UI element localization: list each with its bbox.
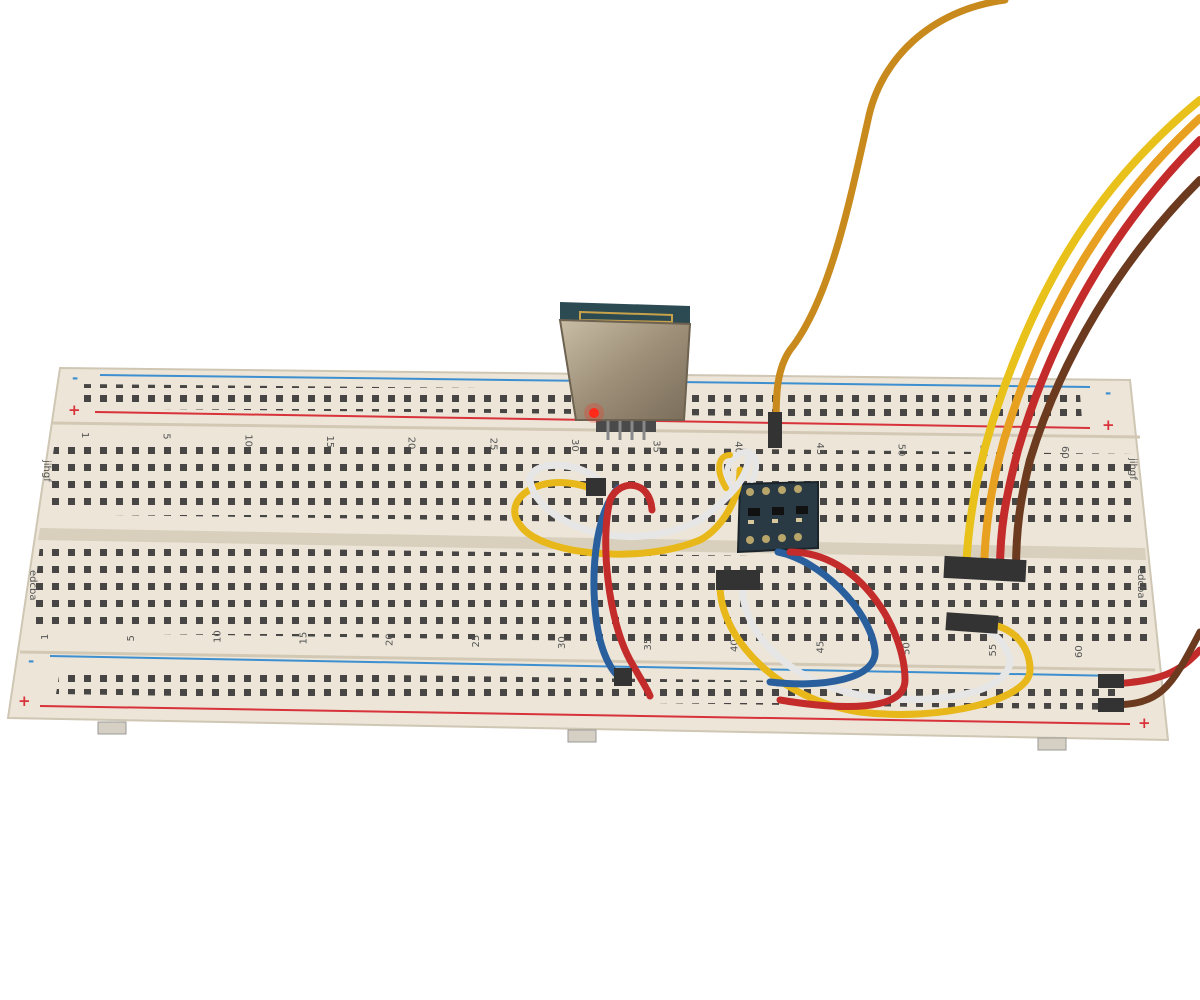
- ribbon-wire-yellow: [962, 96, 1200, 574]
- board-foot: [567, 729, 597, 743]
- bottom-red-rail-line: [39, 705, 1131, 725]
- top-column-number-1: 1: [79, 432, 90, 438]
- bottom-column-number-30: 30: [557, 636, 568, 649]
- bottom-rail-plus-sign-right: +: [1138, 714, 1151, 732]
- top-rail-minus-sign-right: -: [1105, 384, 1111, 402]
- bottom-column-number-1: 1: [40, 634, 51, 640]
- yellow-wire-right: [716, 581, 1034, 718]
- ribbon-wire-brown: [1012, 176, 1200, 574]
- status-led-icon: [589, 408, 599, 418]
- bottom-blue-rail-line: [49, 655, 1121, 677]
- row-letters-left-bottom: edcba: [27, 570, 38, 600]
- bottom-column-number-25: 25: [471, 635, 482, 648]
- yellow-wire-top-right: [716, 452, 733, 491]
- row-letters-left-top: jihgf: [41, 459, 52, 482]
- bottom-column-number-60: 60: [1074, 645, 1085, 658]
- top-column-number-35: 35: [651, 440, 662, 453]
- orange-wire: [772, 0, 1009, 444]
- logic-level-converter: [736, 480, 819, 554]
- ribbon-wire-red: [996, 136, 1200, 574]
- top-column-number-10: 10: [242, 434, 253, 447]
- ribbon-wire-orange: [980, 114, 1200, 574]
- bottom-column-number-55: 55: [988, 644, 999, 657]
- bottom-column-number-15: 15: [299, 632, 310, 645]
- jumper-wires: [511, 0, 1200, 718]
- bottom-column-number-5: 5: [126, 635, 137, 641]
- board-foot: [97, 721, 127, 735]
- power-wire-red: [1106, 646, 1200, 688]
- row-letters-right-bottom: edcba: [1135, 568, 1146, 598]
- bluetooth-module: [558, 302, 692, 440]
- top-column-number-45: 45: [814, 443, 825, 456]
- bottom-column-number-45: 45: [816, 641, 827, 654]
- row-letters-right-top: jihgf: [1127, 457, 1138, 480]
- top-rail-minus-sign: -: [72, 369, 78, 387]
- power-wire-brown: [1106, 628, 1200, 709]
- top-column-number-15: 15: [324, 436, 335, 449]
- red-wire-right: [776, 548, 909, 711]
- top-column-number-5: 5: [161, 433, 172, 439]
- top-rail-plus-sign-right: +: [1102, 416, 1115, 434]
- top-column-number-30: 30: [569, 439, 580, 452]
- top-column-number-40: 40: [732, 441, 743, 454]
- red-wire-left: [602, 481, 656, 700]
- top-column-number-25: 25: [487, 438, 498, 451]
- bottom-rail-minus-sign: -: [28, 652, 34, 670]
- white-wire-right: [738, 576, 1014, 703]
- bottom-column-number-35: 35: [643, 638, 654, 651]
- top-column-number-50: 50: [896, 444, 907, 457]
- yellow-wire-left: [511, 466, 744, 558]
- blue-wire-right: [766, 548, 879, 688]
- board-foot: [1037, 737, 1067, 751]
- bottom-rail-plus-sign: +: [18, 692, 31, 710]
- top-column-number-20: 20: [406, 437, 417, 450]
- white-wire-left: [526, 451, 752, 540]
- bottom-column-number-20: 20: [385, 633, 396, 646]
- bottom-column-number-10: 10: [212, 630, 223, 643]
- bottom-column-number-40: 40: [729, 639, 740, 652]
- white-wire-top-right: [723, 448, 760, 488]
- top-rail-plus-sign: +: [68, 401, 81, 419]
- top-column-number-60: 60: [1059, 446, 1070, 459]
- bottom-column-number-50: 50: [902, 642, 913, 655]
